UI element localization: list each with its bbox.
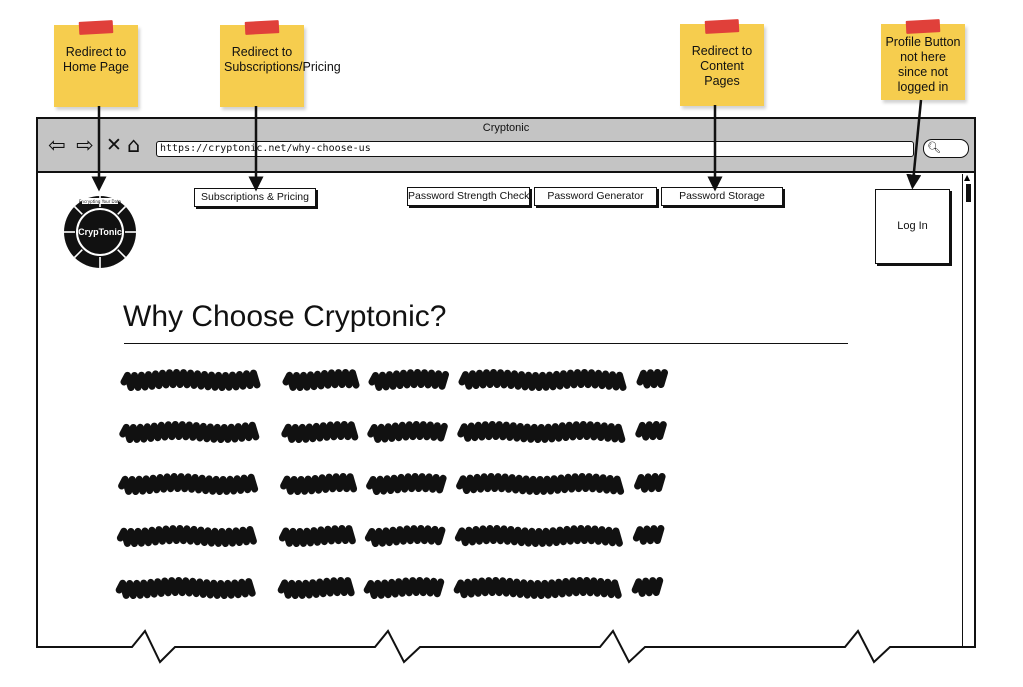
logo-ring-text: Encrypting Your Data [79, 199, 122, 204]
scribble-word [454, 525, 623, 547]
password-strength-check-button[interactable]: Password Strength Check [407, 187, 530, 206]
forward-arrow-icon[interactable]: ⇨ [76, 133, 94, 157]
scribble-word [368, 369, 449, 391]
scroll-thumb[interactable] [966, 184, 971, 202]
scribble-word [631, 577, 664, 597]
search-input[interactable]: 🔍︎ [923, 139, 969, 158]
search-icon: 🔍︎ [927, 141, 941, 154]
browser-chrome: Cryptonic ⇦ ⇨ ✕ ⌂ https://cryptonic.net/… [38, 119, 974, 173]
back-arrow-icon[interactable]: ⇦ [48, 133, 66, 157]
annotation-text: Redirect to Home Page [62, 45, 129, 74]
scribble-word [366, 473, 447, 495]
scribble-word [119, 421, 260, 443]
title-divider [124, 343, 848, 344]
annotation-content-pages: Redirect to Content Pages [680, 19, 764, 106]
scribble-word [634, 473, 666, 493]
placeholder-text-block [115, 369, 668, 599]
scribble-word [280, 473, 358, 495]
scribble-word [118, 473, 259, 495]
annotation-text: Redirect to Subscriptions/Pricing [224, 45, 341, 74]
scribble-word [367, 421, 448, 443]
scribble-word [116, 525, 257, 547]
annotation-text: Redirect to Content Pages [691, 44, 753, 88]
password-generator-button[interactable]: Password Generator [534, 187, 657, 206]
window-title: Cryptonic [482, 122, 530, 134]
login-button[interactable]: Log In [875, 189, 950, 264]
scribble-word [278, 525, 356, 547]
page-title: Why Choose Cryptonic? [123, 300, 447, 333]
scribble-word [277, 577, 355, 599]
scribble-word [456, 473, 625, 495]
scribble-word [120, 369, 261, 391]
vertical-scrollbar[interactable]: ▲ [962, 174, 974, 648]
annotation-profile: Profile Button not here since not logged… [881, 19, 965, 100]
password-storage-button[interactable]: Password Storage [661, 187, 783, 206]
scribble-word [457, 421, 626, 443]
scribble-word [282, 369, 360, 391]
scribble-word [115, 577, 256, 599]
scribble-word [458, 369, 627, 391]
scroll-up-icon[interactable]: ▲ [964, 173, 971, 182]
annotation-home: Redirect to Home Page [54, 20, 138, 107]
logo[interactable]: Encrypting Your Data CrypTonic [62, 194, 138, 270]
torn-bottom-edge [36, 629, 976, 664]
annotation-text: Profile Button not here since not logged… [885, 35, 961, 94]
scribble-word [636, 369, 668, 389]
annotation-subscriptions: Redirect to Subscriptions/Pricing [220, 20, 341, 107]
logo-brand-text: CrypTonic [78, 227, 122, 237]
scribble-word [281, 421, 359, 443]
home-icon[interactable]: ⌂ [127, 133, 141, 157]
scribble-word [632, 525, 665, 545]
close-icon[interactable]: ✕ [106, 134, 122, 156]
browser-window: Cryptonic ⇦ ⇨ ✕ ⌂ https://cryptonic.net/… [36, 117, 976, 648]
url-input[interactable]: https://cryptonic.net/why-choose-us [156, 141, 914, 157]
scribble-word [453, 577, 622, 599]
arrow-profile [906, 99, 923, 190]
scribble-word [363, 577, 445, 599]
scribble-word [635, 421, 667, 441]
scribble-word [364, 525, 446, 547]
